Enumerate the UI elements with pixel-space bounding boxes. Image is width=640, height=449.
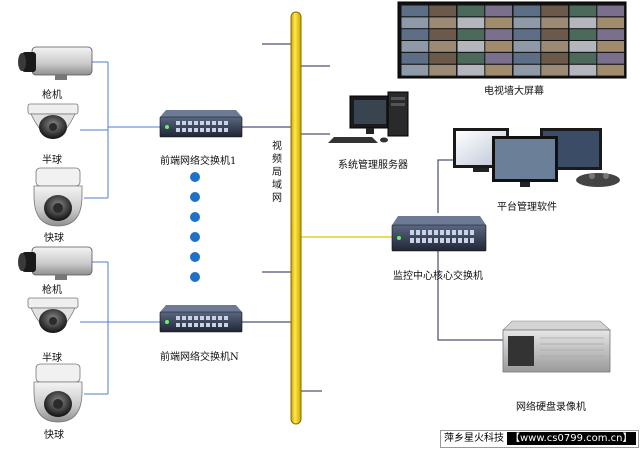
tv-wall-tile <box>513 52 541 64</box>
tv-wall-tile <box>569 52 597 64</box>
video-lan-char: 频 <box>272 154 282 165</box>
tv-wall-tile <box>401 64 429 76</box>
speed-dome-camera-icon-2 <box>33 363 83 423</box>
server-workstation-icon <box>328 91 409 143</box>
tv-wall-tile <box>513 41 541 52</box>
tv-wall-tile <box>513 64 541 76</box>
tv-wall-tile <box>541 52 569 64</box>
tv-wall-tile <box>457 41 485 52</box>
tv-wall-tile <box>485 41 513 52</box>
tv-wall-icon <box>397 1 627 79</box>
tv-wall-label: 电视墙大屏幕 <box>484 86 544 97</box>
tv-wall-tile <box>401 5 429 17</box>
video-lan-char: 视 <box>272 141 282 152</box>
tv-wall-tile <box>569 17 597 29</box>
video-lan-char: 局 <box>272 167 282 178</box>
platform-software-label: 平台管理软件 <box>497 202 557 213</box>
tv-wall-tile <box>457 64 485 76</box>
tv-wall-tile <box>541 17 569 29</box>
tv-wall-tile <box>457 29 485 40</box>
gun-camera-label-1: 枪机 <box>42 90 62 101</box>
tv-wall-tile <box>513 5 541 17</box>
tv-wall-tile <box>541 29 569 40</box>
server-label: 系统管理服务器 <box>338 160 408 171</box>
tv-wall-tile <box>485 17 513 29</box>
core-links <box>437 159 503 341</box>
front-switch-n-label: 前端网络交换机N <box>160 352 239 363</box>
tv-wall-tile <box>569 5 597 17</box>
core-switch-label: 监控中心核心交换机 <box>393 271 483 282</box>
tv-wall-tile <box>541 64 569 76</box>
speed-dome-label-1: 快球 <box>44 233 64 244</box>
tv-wall-tile <box>457 52 485 64</box>
nvr-icon <box>502 320 611 373</box>
video-lan-backbone <box>290 11 302 425</box>
tv-wall-tile <box>597 52 625 64</box>
gun-camera-label-2: 枪机 <box>42 285 62 296</box>
tv-wall-tile <box>485 29 513 40</box>
half-dome-label-1: 半球 <box>42 155 62 166</box>
half-dome-camera-icon-2 <box>27 297 79 333</box>
tv-wall-tile <box>541 41 569 52</box>
tv-wall-tile <box>569 41 597 52</box>
watermark-text: 萍乡星火科技 <box>444 433 504 444</box>
gun-camera-icon-2 <box>18 246 93 280</box>
watermark-url: 【www.cs0799.com.cn】 <box>507 432 636 445</box>
tv-wall-tile <box>429 52 457 64</box>
tv-wall-tile <box>429 64 457 76</box>
tv-wall-tile <box>485 52 513 64</box>
half-dome-label-2: 半球 <box>42 353 62 364</box>
tv-wall-tile <box>401 41 429 52</box>
nvr-label: 网络硬盘录像机 <box>516 402 586 413</box>
front-switch-1-label: 前端网络交换机1 <box>160 156 237 167</box>
ellipsis-dots <box>190 172 200 282</box>
half-dome-camera-icon-1 <box>27 103 79 139</box>
tv-wall-tile <box>457 17 485 29</box>
camera-links-group1 <box>80 61 162 199</box>
tv-wall-tile <box>597 17 625 29</box>
speed-dome-camera-icon-1 <box>33 167 83 227</box>
watermark-banner: 萍乡星火科技【www.cs0799.com.cn】 <box>440 430 639 448</box>
tv-wall-tile <box>569 29 597 40</box>
tv-wall-tile <box>513 29 541 40</box>
tv-wall-tile <box>429 17 457 29</box>
tv-wall-tile <box>541 5 569 17</box>
video-lan-char: 网 <box>272 193 282 204</box>
tv-wall-tile <box>597 5 625 17</box>
front-switch-n-icon <box>159 305 243 333</box>
tv-wall-tile <box>485 5 513 17</box>
tv-wall-tile <box>401 52 429 64</box>
video-lan-char: 域 <box>272 180 282 191</box>
camera-links-group2 <box>80 261 162 395</box>
core-switch-icon <box>391 216 487 252</box>
tv-wall-tile <box>429 41 457 52</box>
gun-camera-icon-1 <box>18 46 93 80</box>
speed-dome-label-2: 快球 <box>44 430 64 441</box>
tv-wall-tile <box>401 17 429 29</box>
tv-wall-tile <box>597 41 625 52</box>
front-switch-1-icon <box>159 110 243 138</box>
tv-wall-tile <box>597 64 625 76</box>
backbone-stubs <box>262 43 330 392</box>
video-lan-label: 视 频 局 域 网 <box>271 140 283 205</box>
tv-wall-tile <box>485 64 513 76</box>
tv-wall-tile <box>513 17 541 29</box>
tv-wall-tile <box>569 64 597 76</box>
tv-wall-tile <box>429 5 457 17</box>
tv-wall-tile <box>457 5 485 17</box>
platform-monitors-icon <box>453 128 620 187</box>
tv-wall-tile <box>401 29 429 40</box>
tv-wall-tile <box>429 29 457 40</box>
tv-wall-tile <box>597 29 625 40</box>
